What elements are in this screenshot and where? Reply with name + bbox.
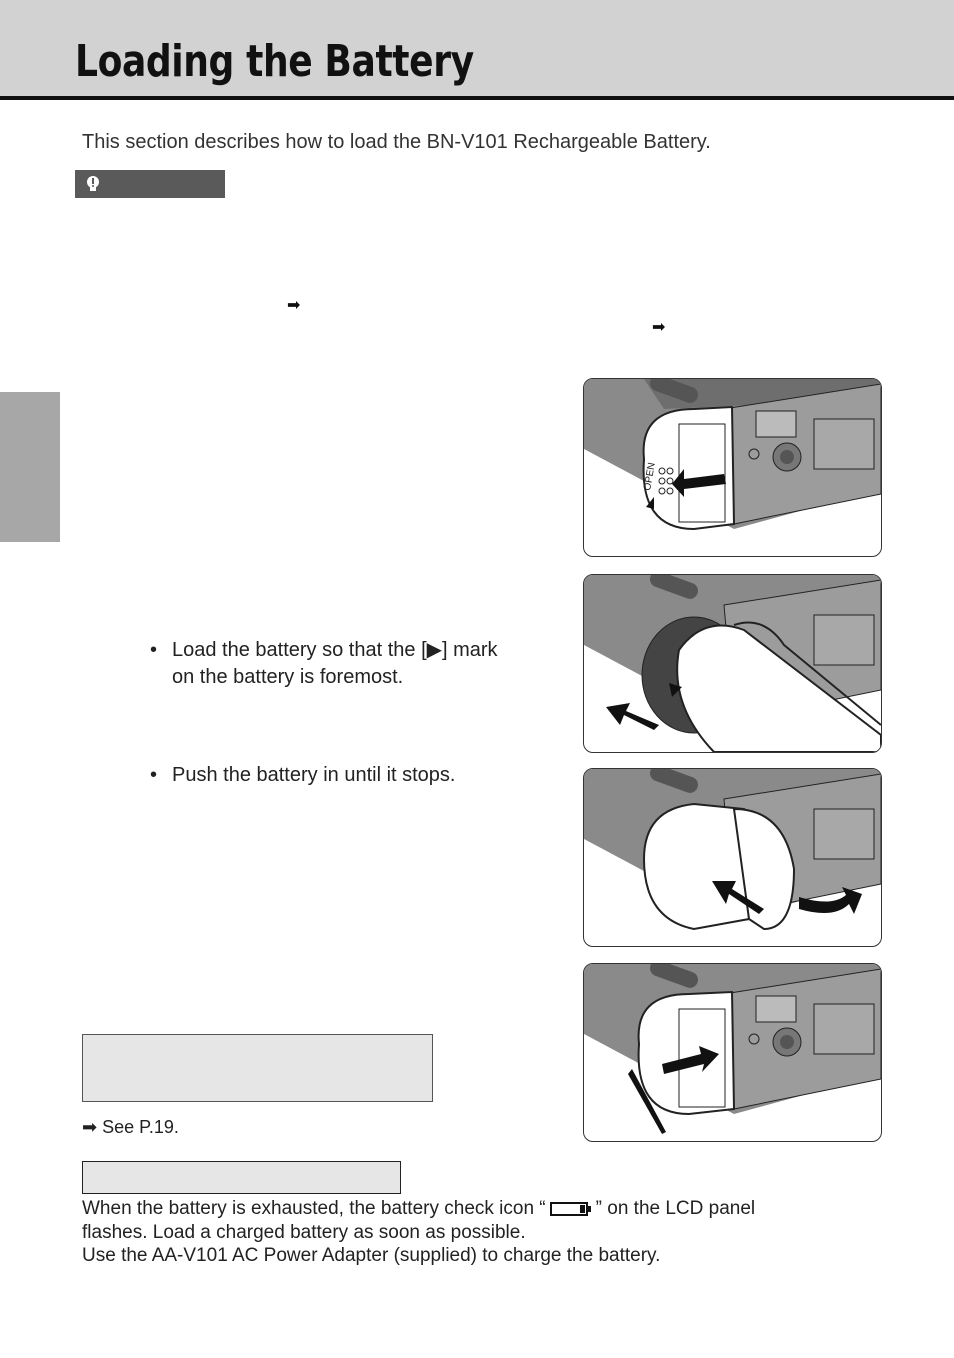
side-section-tab xyxy=(0,392,60,542)
figure-open-cover: OPEN xyxy=(583,378,882,557)
open-label: OPEN xyxy=(642,462,658,492)
reference-arrow-icon: ➡ xyxy=(82,1117,98,1137)
figure-insert-battery xyxy=(583,574,882,753)
reference-arrow-icon: ➡ xyxy=(652,319,666,336)
bullet-dot: • xyxy=(150,639,158,661)
paragraph-text: When the battery is exhausted, the batte… xyxy=(82,1198,546,1219)
battery-check-paragraph-line2: flashes. Load a charged battery as soon … xyxy=(82,1222,526,1243)
paragraph-text: ” on the LCD panel xyxy=(595,1198,756,1219)
tip-badge xyxy=(75,170,225,198)
bullet-dot: • xyxy=(150,764,158,786)
battery-check-paragraph-line1: When the battery is exhausted, the batte… xyxy=(82,1198,755,1220)
intro-text: This section describes how to load the B… xyxy=(82,131,711,153)
bullet-text: Push the battery in until it stops. xyxy=(172,764,456,786)
battery-section-heading-box xyxy=(82,1161,401,1194)
figure-push-battery xyxy=(583,768,882,947)
reference-arrow-icon: ➡ xyxy=(287,297,301,314)
battery-check-icon xyxy=(549,1201,591,1216)
bullet-text-line: Load the battery so that the [▶] mark xyxy=(172,639,498,661)
figure-close-cover xyxy=(583,963,882,1142)
see-page-text: See P.19. xyxy=(102,1117,179,1137)
note-box xyxy=(82,1034,433,1102)
bullet-text-line: on the battery is foremost. xyxy=(172,666,404,688)
header-band: Loading the Battery xyxy=(0,0,954,100)
see-page-reference[interactable]: ➡ See P.19. xyxy=(82,1117,179,1138)
page-title: Loading the Battery xyxy=(75,36,474,87)
battery-check-paragraph-line3: Use the AA-V101 AC Power Adapter (suppli… xyxy=(82,1245,661,1266)
lightbulb-icon xyxy=(87,176,99,191)
